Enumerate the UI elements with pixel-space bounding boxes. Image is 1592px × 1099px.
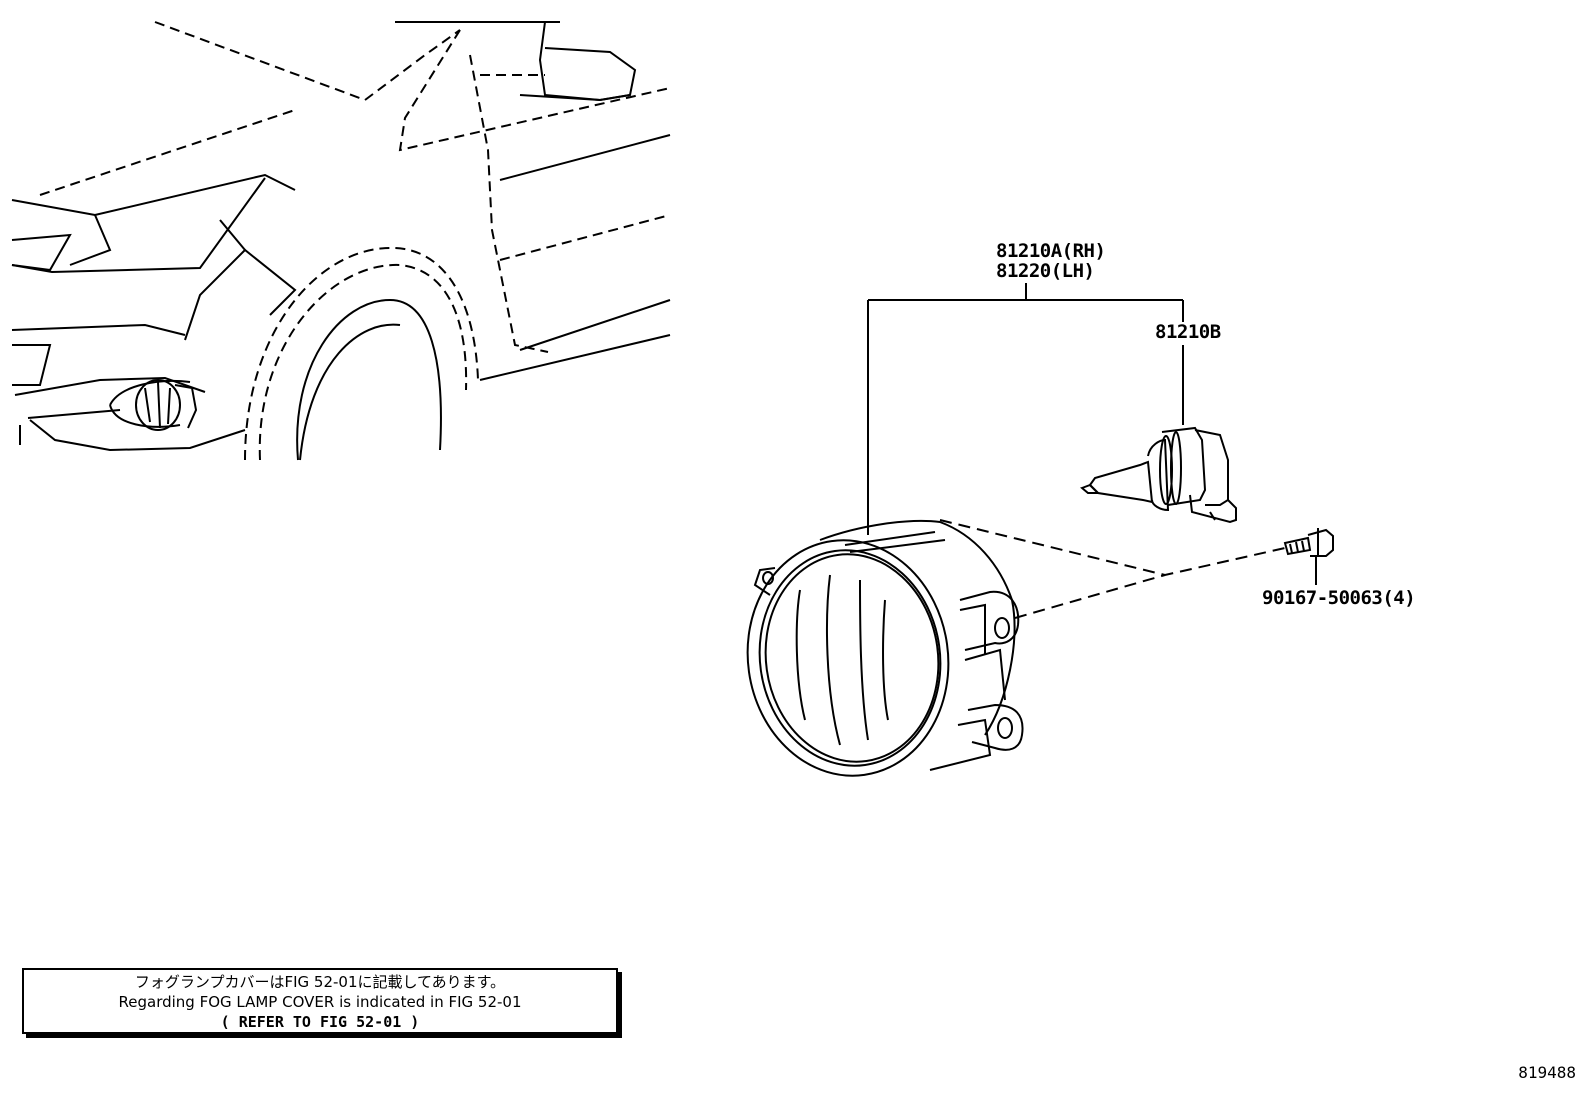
part-number-81210b-bulb: 81210B (1155, 321, 1221, 343)
fog-lamp-assembly-drawing (746, 519, 1286, 777)
fog-lamp-location-mark (109, 379, 198, 431)
leader-lines (867, 283, 1317, 585)
fog-lamp-bulb-drawing (1080, 426, 1237, 524)
figure-id: 819488 (1518, 1063, 1576, 1082)
part-number-screw: 90167-50063(4) (1262, 587, 1416, 609)
note-english: Regarding FOG LAMP COVER is indicated in… (118, 993, 522, 1011)
screw-drawing (1283, 528, 1334, 557)
vehicle-front-illustration (11, 21, 671, 461)
reference-note-box: フォグランプカバーはFIG 52-01に記載してあります。 Regarding … (22, 968, 618, 1034)
part-number-81210a-rh: 81210A(RH) (996, 240, 1106, 262)
note-refer-link[interactable]: ( REFER TO FIG 52-01 ) (220, 1013, 420, 1031)
part-number-81220-lh: 81220(LH) (996, 260, 1095, 282)
note-japanese: フォグランプカバーはFIG 52-01に記載してあります。 (134, 973, 506, 991)
